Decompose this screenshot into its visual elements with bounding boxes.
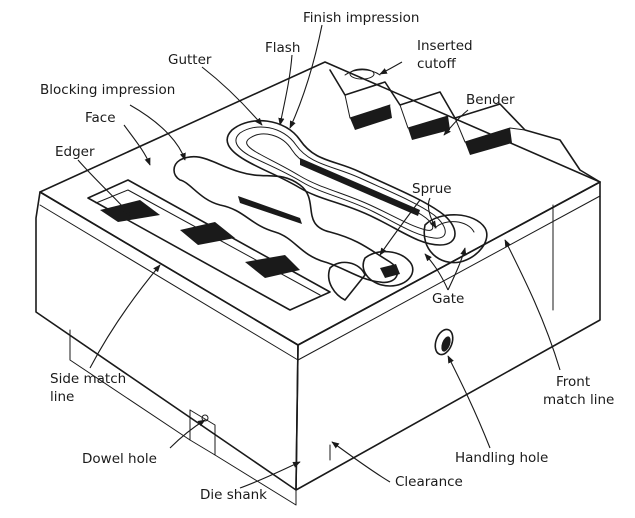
label-inserted-2: cutoff — [417, 56, 457, 72]
leader-side-match-line — [89, 264, 161, 369]
leader-gutter — [201, 66, 263, 126]
label-clearance: Clearance — [395, 474, 463, 490]
leader-bender — [443, 109, 469, 136]
leader-finish-impression — [289, 24, 323, 129]
leader-lines — [77, 24, 561, 489]
label-front-match-1: Front — [556, 374, 590, 390]
leader-clearance — [331, 441, 391, 483]
label-side-match-2: line — [50, 389, 74, 405]
label-sprue: Sprue — [412, 181, 452, 197]
label-front-match-2: match line — [543, 392, 614, 408]
label-edger: Edger — [55, 144, 95, 160]
label-face: Face — [85, 110, 116, 126]
edger — [87, 179, 331, 311]
leader-die-shank — [239, 461, 301, 489]
labels: Finish impression Flash Gutter Inserted … — [40, 10, 614, 503]
label-bender: Bender — [466, 92, 515, 108]
bender — [329, 69, 601, 183]
die-shank-step-left — [69, 329, 191, 441]
leader-sprue-2 — [379, 199, 421, 256]
finish-impression — [226, 119, 456, 246]
label-dowel-hole: Dowel hole — [82, 451, 157, 467]
leader-sprue-1 — [427, 197, 437, 229]
dowel-clearance — [201, 414, 331, 461]
label-blocking-impression: Blocking impression — [40, 82, 175, 98]
label-flash: Flash — [265, 40, 300, 56]
top-face — [39, 61, 601, 346]
leader-gate-2 — [447, 247, 467, 291]
leader-blocking-impression — [129, 104, 186, 161]
label-side-match-1: Side match — [50, 371, 126, 387]
label-gate: Gate — [432, 291, 464, 307]
leader-face — [123, 124, 151, 166]
handling-hole — [434, 328, 454, 356]
leader-flash — [278, 54, 293, 126]
inserted-cutoff — [344, 68, 381, 80]
front-face — [295, 181, 601, 491]
leader-dowel-hole — [169, 419, 206, 449]
die-shank-edge — [189, 439, 216, 456]
side-face — [35, 191, 299, 491]
label-die-shank: Die shank — [200, 487, 267, 503]
leader-edger — [77, 159, 131, 216]
label-finish-impression: Finish impression — [303, 10, 419, 26]
leader-inserted-cutoff — [379, 61, 403, 75]
label-inserted-1: Inserted — [417, 38, 473, 54]
leader-gate-1 — [424, 253, 449, 291]
label-handling-hole: Handling hole — [455, 450, 548, 466]
leader-front-match-line — [504, 239, 561, 371]
label-gutter: Gutter — [168, 52, 212, 68]
sprue-gate — [327, 214, 488, 301]
top-ledge — [39, 195, 601, 361]
leader-handling-hole — [447, 355, 491, 449]
